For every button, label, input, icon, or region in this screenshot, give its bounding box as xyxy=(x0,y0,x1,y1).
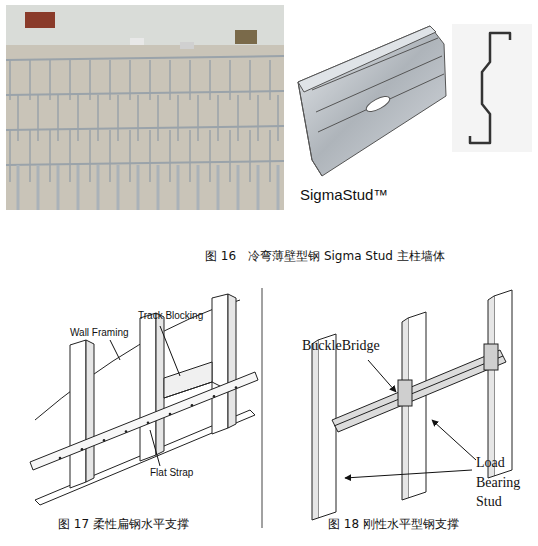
part-label: Wall Framing xyxy=(70,327,129,339)
figure-caption: 图 17 柔性扁钢水平支撑 xyxy=(58,518,189,532)
part-label: Track Blocking xyxy=(138,310,203,322)
part-label: BuckleBridge xyxy=(302,338,380,354)
leader-lines xyxy=(110,326,476,478)
framing-photo xyxy=(6,5,284,210)
figure-caption: 图 18 刚性水平型钢支撑 xyxy=(328,518,459,532)
figure-caption: 图 16 冷弯薄壁型钢 Sigma Stud 主柱墙体 xyxy=(205,250,445,264)
part-label: Load Bearing Stud xyxy=(476,453,534,512)
sigma-stud-3d xyxy=(298,26,446,176)
flat-strap-drawing xyxy=(30,294,258,505)
sigma-section xyxy=(452,24,532,152)
part-label: SigmaStud™ xyxy=(300,186,388,203)
part-label: Flat Strap xyxy=(150,467,193,479)
